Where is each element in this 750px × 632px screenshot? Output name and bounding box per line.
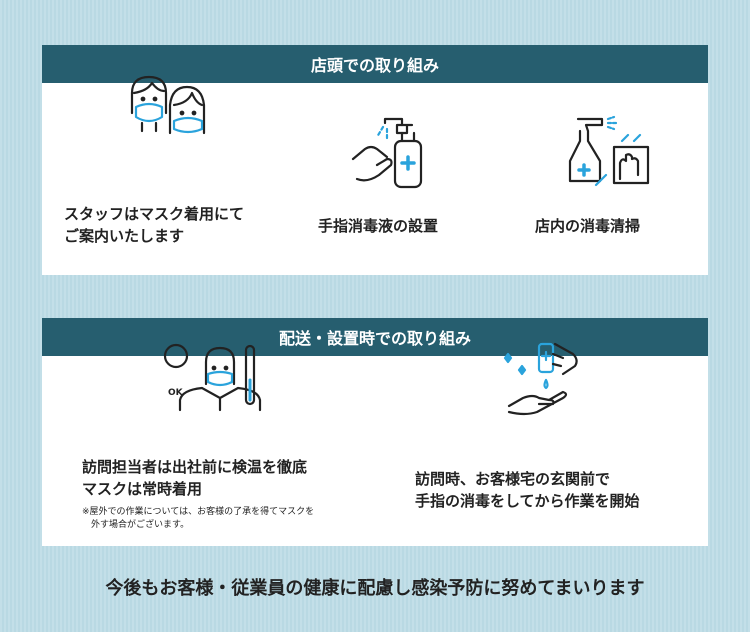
masked-staff-icon	[130, 75, 206, 135]
label-line: ご案内いたします	[64, 227, 185, 245]
mask-note: ※屋外での作業については、お客様の了承を得てマスクを 外す場合がございます。	[82, 507, 315, 530]
footer-message: 今後もお客様・従業員の健康に配慮し感染予防に努めてまいります	[105, 578, 645, 599]
section-title: 配送・設置時での取り組み	[42, 318, 708, 356]
item-hand-disinfect: 訪問時、お客様宅の玄関前で 手指の消毒をしてから作業を開始	[415, 468, 640, 512]
ok-badge: OK	[168, 388, 183, 398]
hand-sanitizer-icon	[351, 117, 423, 189]
item-spray-cleaning: 店内の消毒清掃	[535, 217, 641, 235]
staff-thermometer-icon	[163, 343, 262, 412]
hand-disinfect-icon	[503, 342, 578, 416]
label-line: マスクは常時着用	[82, 480, 203, 498]
item-masked-staff: スタッフはマスク着用にて ご案内いたします	[64, 203, 244, 247]
store-measures-card: 店頭での取り組み スタッフはマスク着用にて ご案内いたします 手指消毒液の設置 …	[42, 45, 708, 275]
item-hand-sanitizer: 手指消毒液の設置	[318, 217, 439, 235]
label-line: 訪問時、お客様宅の玄関前で	[415, 470, 611, 488]
label-line: 訪問担当者は出社前に検温を徹底	[82, 458, 308, 476]
spray-cleaning-icon	[568, 115, 650, 187]
item-staff-health: 訪問担当者は出社前に検温を徹底 マスクは常時着用 ※屋外での作業については、お客…	[82, 456, 314, 532]
label-line: 手指の消毒をしてから作業を開始	[415, 492, 640, 510]
label-line: スタッフはマスク着用にて	[64, 205, 245, 223]
delivery-measures-card: 配送・設置時での取り組み OK 訪問担当者は出社前に検温を徹底 マスクは常時着用…	[42, 318, 708, 546]
